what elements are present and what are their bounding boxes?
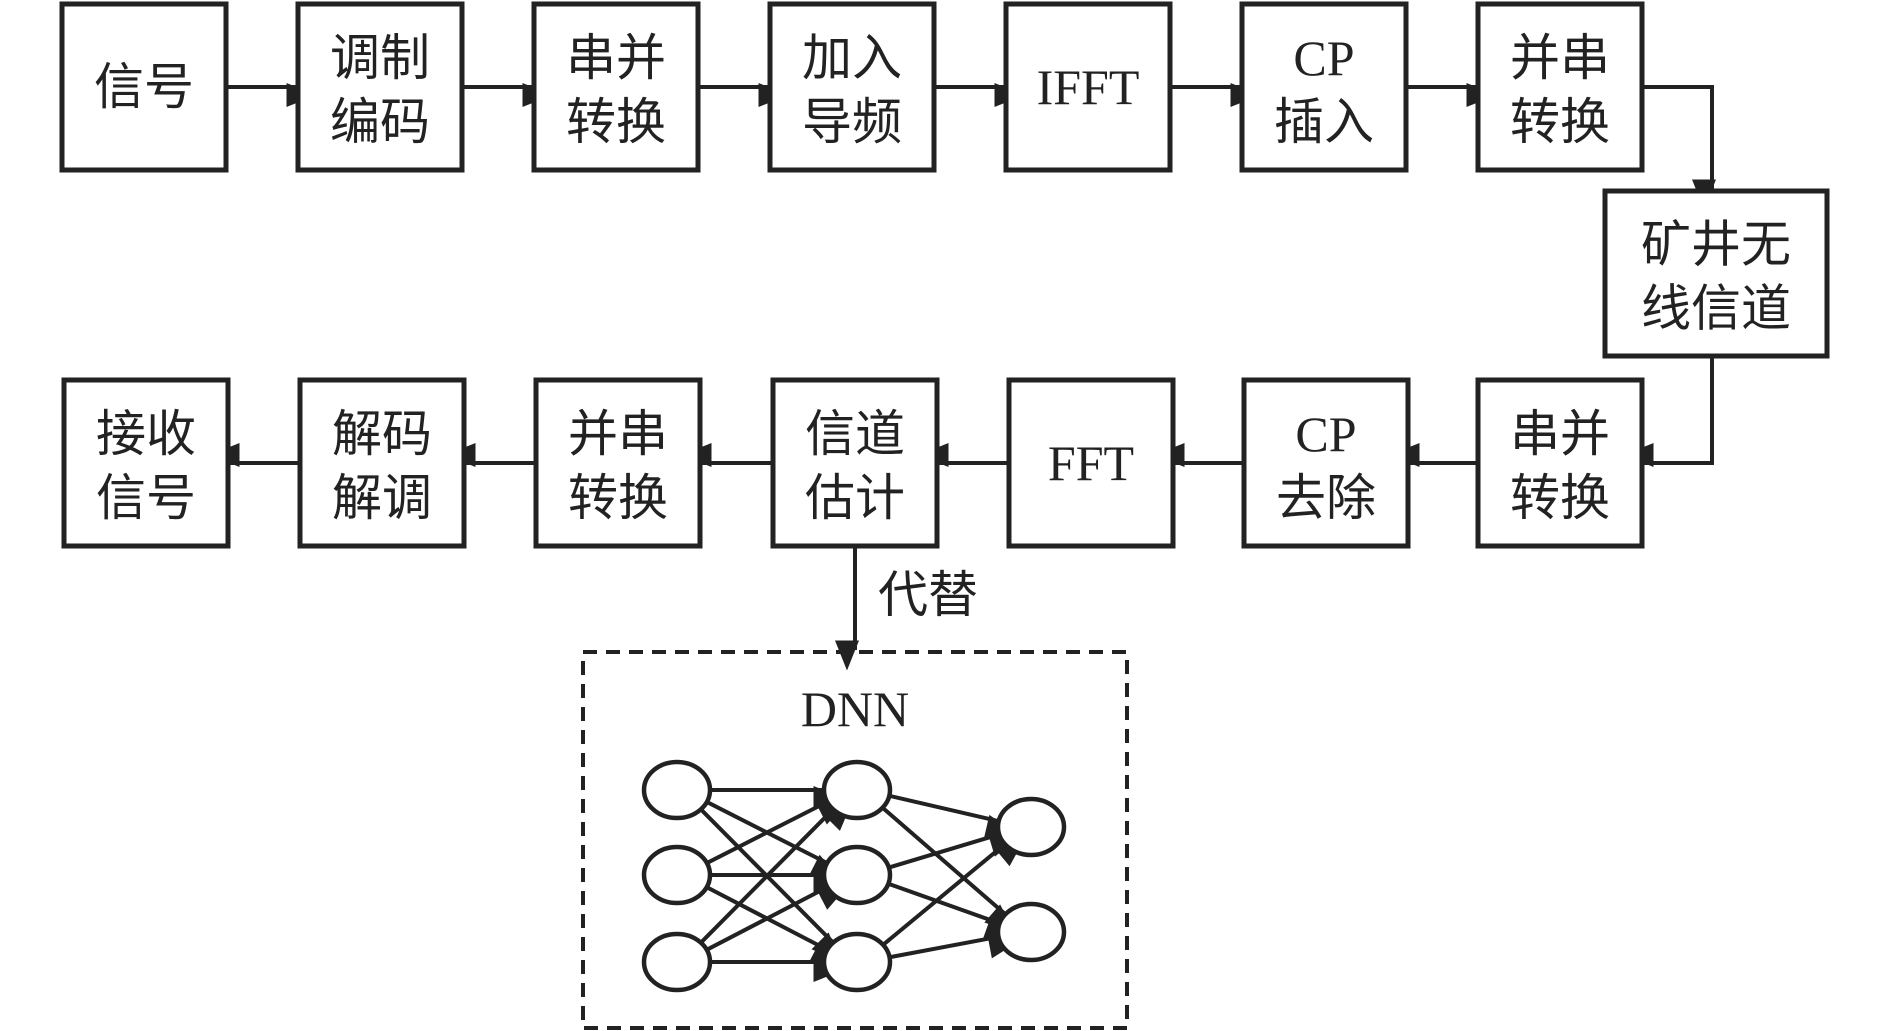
- dnn-panel: DNN: [581, 650, 1129, 1030]
- nn-neuron-layer-1: [641, 931, 713, 993]
- block-label-line: 加入: [802, 29, 902, 87]
- nn-neuron-layer-2: [821, 844, 893, 906]
- connectors: [209, 83, 1716, 671]
- nn-connection: [888, 793, 1016, 839]
- block-label-line: 线信道: [1641, 280, 1791, 338]
- nn-neuron-layer-2: [821, 759, 893, 821]
- block-frame: [1602, 188, 1830, 359]
- block-label-line: 串并: [1510, 405, 1610, 463]
- block-label-line: 调制: [330, 29, 430, 87]
- block-label-line: 信号: [96, 469, 196, 527]
- block-label-line: 信号: [94, 58, 194, 116]
- block-frame: [1475, 1, 1645, 173]
- block-label-line: 解码: [332, 405, 432, 463]
- block-cp-insert: CP 插入: [1239, 1, 1409, 173]
- nn-neuron-layer-3: [995, 796, 1067, 858]
- nn-connection: [699, 801, 853, 945]
- block-label-line: FFT: [1048, 435, 1134, 491]
- block-frame: [1006, 377, 1176, 549]
- nn-connection: [881, 806, 1015, 934]
- nn-neuron-layer-2: [821, 931, 893, 993]
- block-label-line: 转换: [568, 469, 668, 527]
- block-label-line: CP: [1295, 406, 1356, 462]
- block-label-line: 信道: [805, 405, 905, 463]
- block-frame: [59, 1, 229, 173]
- nn-connection: [881, 837, 1026, 947]
- arrow-channel-to-rx: [1623, 356, 1714, 467]
- block-label-line: 串并: [566, 29, 666, 87]
- block-frame: [767, 1, 937, 173]
- block-frame: [531, 1, 701, 173]
- block-label-line: 插入: [1274, 93, 1374, 151]
- nn-neuron-layer-1: [641, 844, 713, 906]
- block-ifft: IFFT: [1003, 1, 1173, 173]
- dnn-title: DNN: [801, 681, 909, 737]
- nn-neuron-layer-1: [641, 759, 713, 821]
- block-frame: [533, 377, 703, 549]
- block-frame: [297, 377, 467, 549]
- block-label-line: 估计: [805, 469, 905, 527]
- block-frame: [1475, 377, 1645, 549]
- nn-connection: [705, 885, 849, 952]
- block-label-line: 并串: [568, 405, 668, 463]
- block-label-line: 矿井无: [1641, 216, 1791, 274]
- block-label-line: 解调: [332, 469, 432, 527]
- block-label-line: 去除: [1276, 469, 1376, 527]
- block-frame: [295, 1, 465, 173]
- block-label-line: 转换: [1510, 469, 1610, 527]
- nn-connection: [888, 832, 1021, 870]
- block-label-line: IFFT: [1037, 59, 1140, 115]
- block-signal: 信号: [59, 1, 229, 173]
- neural-network-graphic: [641, 759, 1067, 993]
- block-frame: [1239, 1, 1409, 173]
- block-cp-remove: CP 去除: [1241, 377, 1411, 549]
- block-label-line: 并串: [1510, 29, 1610, 87]
- block-frame: [61, 377, 231, 549]
- block-label-line: 导频: [802, 93, 902, 151]
- block-fft: FFT: [1006, 377, 1176, 549]
- nn-connection: [887, 881, 1016, 939]
- block-label-line: 接收: [96, 405, 196, 463]
- nn-connection: [889, 934, 1020, 960]
- block-label-line: 编码: [330, 93, 430, 151]
- block-frame: [770, 377, 940, 549]
- nn-connection: [705, 800, 849, 865]
- replace-label: 代替: [878, 566, 978, 624]
- block-label-line: 转换: [566, 93, 666, 151]
- block-label-line: 转换: [1510, 93, 1610, 151]
- nn-neuron-layer-3: [995, 901, 1067, 963]
- block-frame: [1241, 377, 1411, 549]
- blocks: 信号调制编码串并转换加入导频IFFTCP插入并串转换矿井无线信道串并转换CP去除…: [59, 1, 1830, 549]
- arrow-tx-to-channel: [1642, 85, 1716, 210]
- block-frame: [1003, 1, 1173, 173]
- block-label-line: CP: [1293, 30, 1354, 86]
